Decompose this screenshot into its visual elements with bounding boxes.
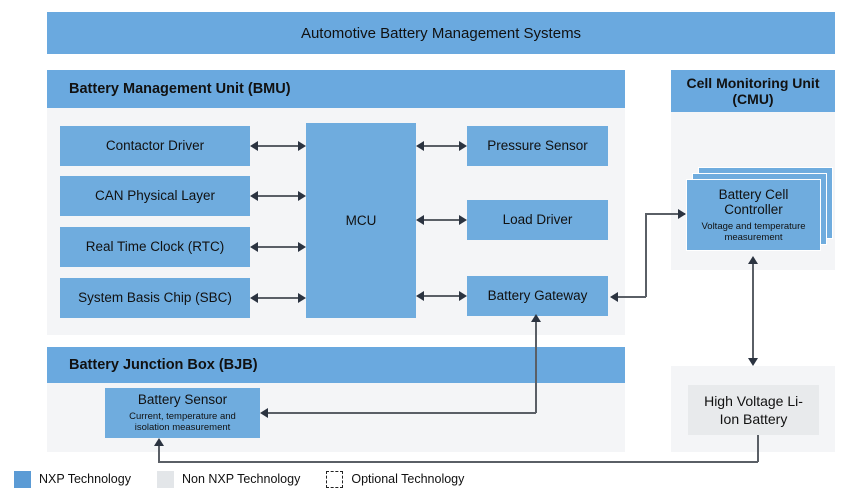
connector-mcu-pressure-sensor — [424, 145, 459, 147]
arrowhead-right — [459, 291, 467, 301]
arrowhead-left — [250, 242, 258, 252]
arrowhead-up — [748, 256, 758, 264]
arrowhead-right — [298, 242, 306, 252]
bmu-header-bar: Battery Management Unit (BMU) — [47, 70, 625, 108]
connector-can-mcu — [258, 195, 298, 197]
block-can-physical-layer[interactable]: CAN Physical Layer — [60, 176, 250, 216]
connector-contactor-mcu — [258, 145, 298, 147]
block-label: MCU — [345, 212, 377, 228]
block-label: Contactor Driver — [105, 138, 205, 154]
connector-cmu-hv-battery — [752, 262, 754, 362]
legend-item-nxp: NXP Technology — [14, 470, 131, 488]
arrowhead-left — [416, 141, 424, 151]
connector-rtc-mcu — [258, 246, 298, 248]
block-pressure-sensor[interactable]: Pressure Sensor — [467, 126, 608, 166]
connector-mcu-load-driver — [424, 219, 459, 221]
legend-label: Non NXP Technology — [181, 472, 301, 486]
connector-mcu-battery-gateway — [424, 295, 459, 297]
block-battery-cell-controller[interactable]: Battery Cell Controller Voltage and temp… — [686, 179, 821, 251]
arrowhead-right — [459, 141, 467, 151]
connector-hv-to-sensor-h — [158, 461, 758, 463]
legend-label: NXP Technology — [39, 472, 131, 486]
block-sublabel: Voltage and temperature measurement — [701, 220, 806, 244]
block-mcu[interactable]: MCU — [306, 123, 416, 318]
block-load-driver[interactable]: Load Driver — [467, 200, 608, 240]
arrowhead-left — [416, 215, 424, 225]
diagram-title: Automotive Battery Management Systems — [300, 24, 582, 42]
block-label: Battery Cell Controller — [718, 186, 789, 218]
cmu-header-bar: Cell Monitoring Unit (CMU) — [671, 70, 835, 112]
block-label: Pressure Sensor — [487, 138, 588, 154]
block-battery-sensor[interactable]: Battery Sensor Current, temperature and … — [105, 388, 260, 438]
block-battery-gateway[interactable]: Battery Gateway — [467, 276, 608, 316]
arrowhead-right — [678, 209, 686, 219]
block-high-voltage-battery[interactable]: High Voltage Li-Ion Battery — [688, 385, 819, 435]
legend-item-optional: Optional Technology — [326, 470, 465, 488]
connector-gateway-to-controller-v — [645, 213, 647, 297]
block-label: High Voltage Li-Ion Battery — [704, 392, 803, 427]
arrowhead-up — [531, 314, 541, 322]
legend-swatch-non-nxp — [156, 470, 174, 488]
block-label: Load Driver — [502, 212, 573, 228]
arrowhead-left — [416, 291, 424, 301]
arrowhead-left — [250, 293, 258, 303]
bjb-header-label: Battery Junction Box (BJB) — [69, 357, 258, 373]
arrowhead-left — [250, 141, 258, 151]
diagram-title-bar: Automotive Battery Management Systems — [47, 12, 835, 54]
block-system-basis-chip[interactable]: System Basis Chip (SBC) — [60, 278, 250, 318]
connector-sbc-mcu — [258, 297, 298, 299]
block-contactor-driver[interactable]: Contactor Driver — [60, 126, 250, 166]
legend-item-non-nxp: Non NXP Technology — [156, 470, 301, 488]
block-label: Battery Gateway — [487, 288, 588, 304]
arrowhead-down — [748, 358, 758, 366]
arrowhead-right — [298, 191, 306, 201]
arrowhead-right — [298, 141, 306, 151]
arrowhead-right — [459, 215, 467, 225]
connector-hv-to-sensor-v-left — [158, 446, 160, 462]
arrowhead-left — [260, 408, 268, 418]
arrowhead-left — [250, 191, 258, 201]
block-label: Real Time Clock (RTC) — [85, 239, 225, 255]
cmu-header-label: Cell Monitoring Unit (CMU) — [686, 74, 820, 107]
arrowhead-left — [610, 292, 618, 302]
block-label: System Basis Chip (SBC) — [78, 290, 232, 306]
bmu-header-label: Battery Management Unit (BMU) — [69, 81, 291, 97]
block-label: Battery Sensor — [137, 392, 228, 408]
block-real-time-clock[interactable]: Real Time Clock (RTC) — [60, 227, 250, 267]
arrowhead-right — [298, 293, 306, 303]
bjb-header-bar: Battery Junction Box (BJB) — [47, 347, 625, 383]
block-sublabel: Current, temperature and isolation measu… — [129, 410, 236, 434]
connector-sensor-to-gateway-h — [268, 412, 536, 414]
connector-sensor-to-gateway-v — [535, 322, 537, 413]
legend: NXP Technology Non NXP Technology Option… — [14, 468, 490, 490]
block-label: CAN Physical Layer — [94, 188, 216, 204]
legend-swatch-optional — [326, 470, 344, 488]
legend-swatch-nxp — [14, 470, 31, 488]
legend-label: Optional Technology — [351, 472, 465, 486]
connector-hv-to-sensor-v-right — [757, 435, 759, 462]
connector-gateway-to-controller-h — [645, 213, 685, 215]
connector-controller-to-gateway-h — [616, 296, 646, 298]
arrowhead-up — [154, 438, 164, 446]
